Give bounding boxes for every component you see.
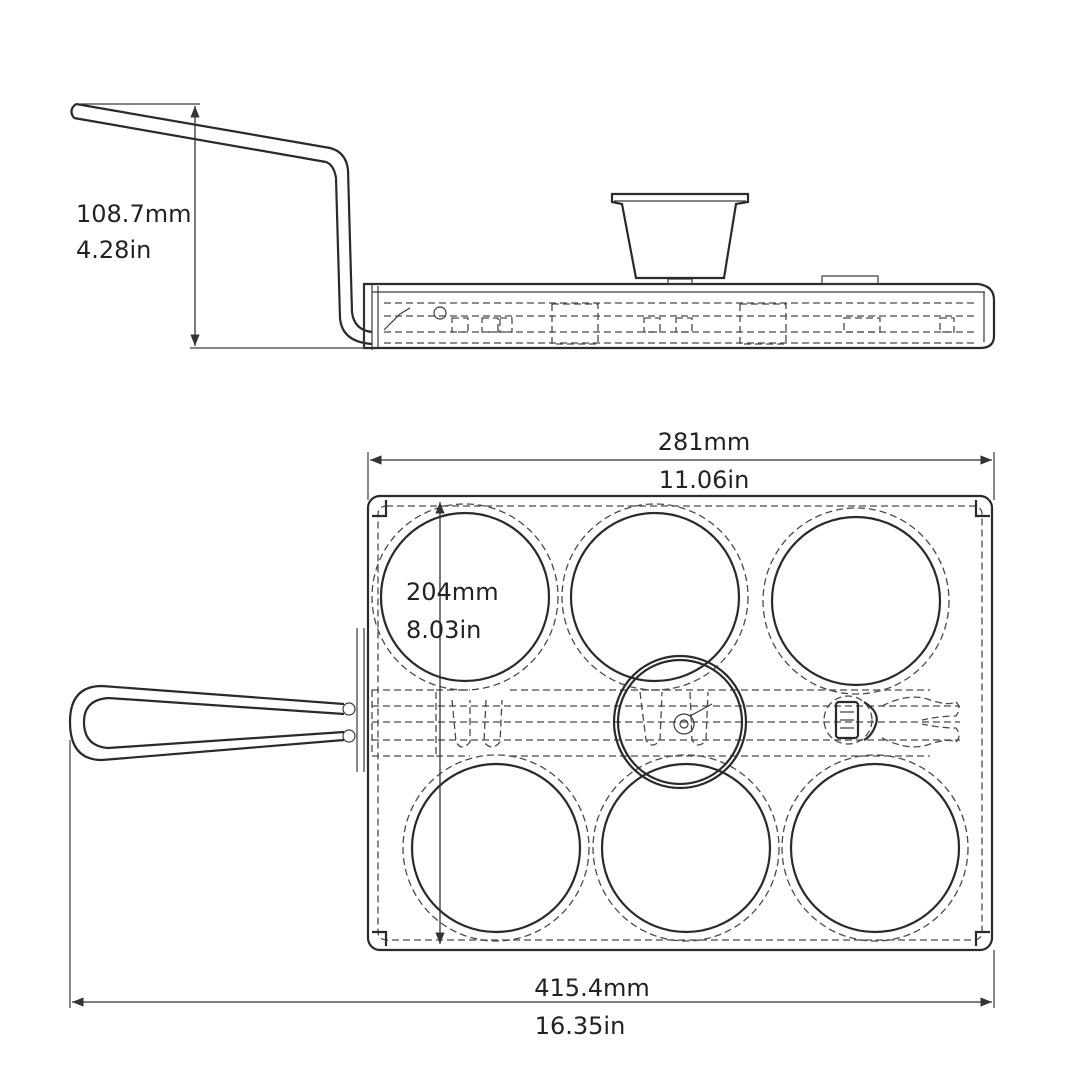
overall-length-dimension: 415.4mm 16.35in xyxy=(69,740,995,1040)
width-dimension: 281mm 11.06in xyxy=(367,428,995,500)
cavity xyxy=(402,754,590,942)
top-view: 281mm 11.06in xyxy=(68,428,995,1040)
side-tray-body xyxy=(362,275,996,350)
side-pins xyxy=(451,303,955,345)
depth-in-label: 8.03in xyxy=(406,616,481,644)
top-handle xyxy=(68,628,365,772)
width-in-label: 11.06in xyxy=(659,466,750,494)
depth-dimension: 204mm 8.03in xyxy=(406,502,499,944)
latch xyxy=(823,695,960,748)
height-mm-label: 108.7mm xyxy=(76,200,191,228)
height-in-label: 4.28in xyxy=(76,236,151,264)
side-knob xyxy=(610,192,750,280)
cavity xyxy=(592,754,780,942)
side-view: 108.7mm 4.28in xyxy=(70,102,996,350)
cavities xyxy=(371,503,969,942)
length-in-label: 16.35in xyxy=(535,1012,626,1040)
cavity xyxy=(762,507,950,695)
length-mm-label: 415.4mm xyxy=(534,974,649,1002)
height-dimension: 108.7mm 4.28in xyxy=(76,103,365,349)
top-tray xyxy=(366,494,994,952)
width-mm-label: 281mm xyxy=(658,428,751,456)
side-handle xyxy=(70,102,373,346)
top-knob xyxy=(612,654,748,790)
depth-mm-label: 204mm xyxy=(406,578,499,606)
cavity xyxy=(781,754,969,942)
